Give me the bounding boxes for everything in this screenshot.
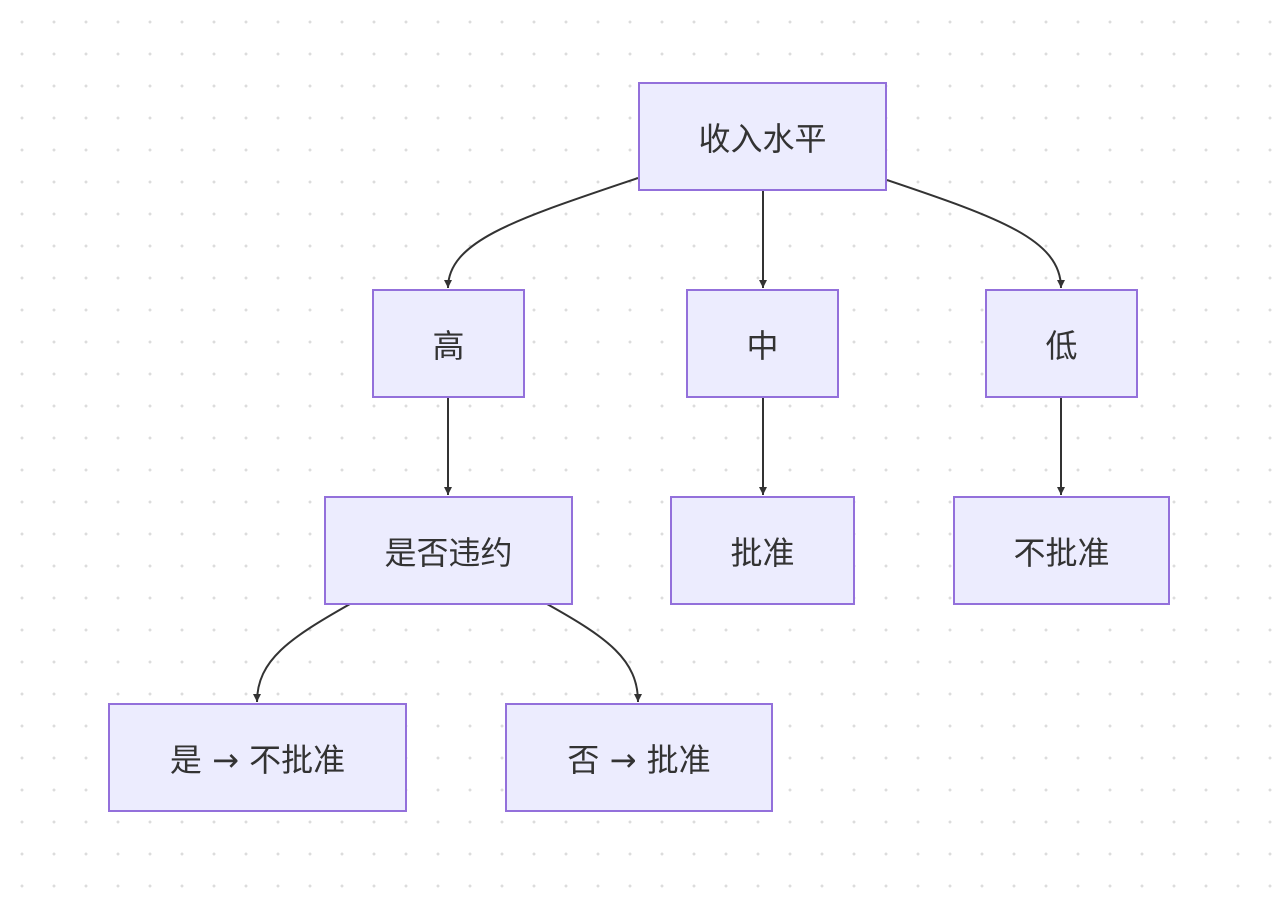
node-medium[interactable]: 中: [686, 289, 839, 398]
node-high[interactable]: 高: [372, 289, 525, 398]
edge-root-high: [444, 177, 639, 289]
edge-default-yes: [253, 603, 351, 703]
node-income-level[interactable]: 收入水平: [638, 82, 887, 191]
node-approve[interactable]: 批准: [670, 496, 855, 605]
edge-root-low: [886, 179, 1065, 289]
edge-default-no: [546, 603, 642, 703]
node-no-approve[interactable]: 否 → 批准: [505, 703, 773, 812]
node-yes-reject[interactable]: 是 → 不批准: [108, 703, 407, 812]
node-default-question[interactable]: 是否违约: [324, 496, 573, 605]
node-reject[interactable]: 不批准: [953, 496, 1170, 605]
node-low[interactable]: 低: [985, 289, 1138, 398]
